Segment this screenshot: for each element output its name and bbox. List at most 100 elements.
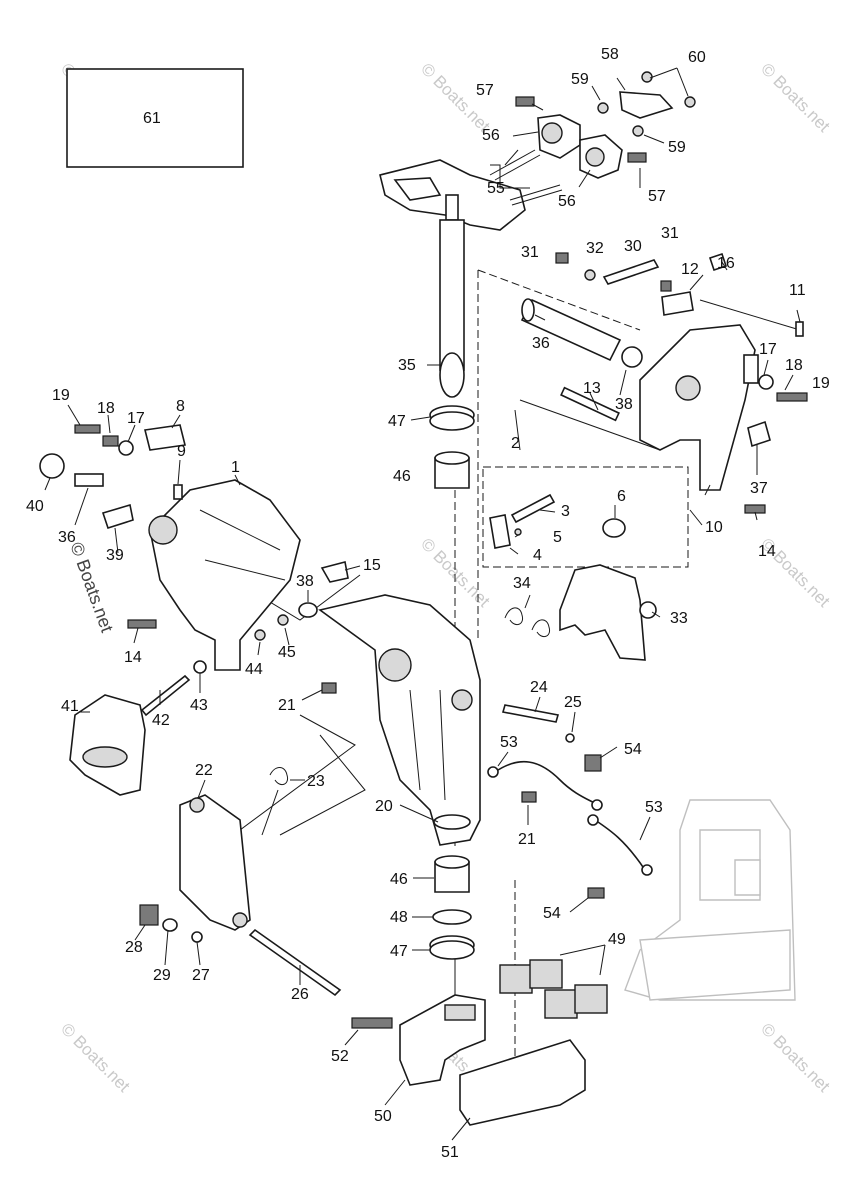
label-23: 23	[307, 773, 325, 790]
tilt-tube-36	[520, 298, 643, 368]
label-54: 54	[624, 741, 642, 758]
kit-box-61	[66, 68, 244, 168]
label-2: 2	[511, 435, 520, 452]
label-38: 38	[296, 573, 314, 590]
label-47: 47	[388, 413, 406, 430]
label-8: 8	[176, 398, 185, 415]
part-labels: 61 57 58 60 59 56 59 55 56 57 31 32 30 3…	[26, 46, 830, 1161]
label-20: 20	[375, 798, 393, 815]
pin-24	[501, 704, 575, 743]
label-41: 41	[61, 698, 79, 715]
ground-wires-53	[487, 754, 653, 899]
watermark: © Boats.net	[57, 1019, 134, 1096]
tilt-lever-33	[504, 564, 657, 661]
label-27: 27	[192, 967, 210, 984]
label-56: 56	[482, 127, 500, 144]
clamp-bracket-right-10	[555, 252, 808, 514]
bushings-56	[515, 96, 647, 179]
label-14: 14	[758, 543, 776, 560]
label-31: 31	[661, 225, 679, 242]
label-16: 16	[717, 255, 735, 272]
label-40: 40	[26, 498, 44, 515]
label-33: 33	[670, 610, 688, 627]
label-58: 58	[601, 46, 619, 63]
lower-mount-50	[351, 994, 586, 1126]
label-1: 1	[231, 459, 240, 476]
clamp-bracket-left-1	[39, 424, 301, 671]
label-46: 46	[390, 871, 408, 888]
label-39: 39	[106, 547, 124, 564]
label-57: 57	[476, 82, 494, 99]
label-17: 17	[759, 341, 777, 358]
watermark: © Boats.net	[757, 1019, 834, 1096]
label-38: 38	[615, 396, 633, 413]
hardware-left	[140, 561, 349, 717]
bushings-upper	[429, 405, 475, 489]
label-45: 45	[278, 644, 296, 661]
label-53: 53	[645, 799, 663, 816]
swivel-bracket-20	[318, 594, 537, 846]
label-6: 6	[617, 488, 626, 505]
handle-41	[69, 694, 146, 796]
label-11: 11	[789, 282, 806, 299]
shaft-26	[139, 904, 342, 997]
label-35: 35	[398, 357, 416, 374]
label-47: 47	[390, 943, 408, 960]
label-51: 51	[441, 1144, 459, 1161]
label-59: 59	[668, 139, 686, 156]
label-36: 36	[532, 335, 550, 352]
label-56: 56	[558, 193, 576, 210]
label-3: 3	[561, 503, 570, 520]
label-54: 54	[543, 905, 561, 922]
steering-arm-55	[379, 149, 563, 398]
label-18: 18	[97, 400, 115, 417]
label-31: 31	[521, 244, 539, 261]
label-44: 44	[245, 661, 263, 678]
pads-49	[499, 959, 608, 1019]
label-28: 28	[125, 939, 143, 956]
label-61: 61	[143, 110, 161, 127]
label-57: 57	[648, 188, 666, 205]
watermark: © Boats.net	[757, 59, 834, 136]
bushings-lower	[429, 855, 475, 960]
tilt-support-22	[179, 767, 289, 931]
label-49: 49	[608, 931, 626, 948]
label-5: 5	[553, 529, 562, 546]
label-12: 12	[681, 261, 699, 278]
label-43: 43	[190, 697, 208, 714]
label-36: 36	[58, 529, 76, 546]
label-30: 30	[624, 238, 642, 255]
label-37: 37	[750, 480, 768, 497]
leader-lines	[44, 67, 801, 1141]
label-48: 48	[390, 909, 408, 926]
label-10: 10	[705, 519, 723, 536]
label-60: 60	[688, 49, 706, 66]
label-46: 46	[393, 468, 411, 485]
tilt-lock-assembly	[489, 493, 626, 549]
label-24: 24	[530, 679, 548, 696]
label-15: 15	[363, 557, 381, 574]
label-25: 25	[564, 694, 582, 711]
label-9: 9	[177, 443, 186, 460]
label-32: 32	[586, 240, 604, 257]
label-13: 13	[583, 380, 601, 397]
label-4: 4	[533, 547, 542, 564]
label-22: 22	[195, 762, 213, 779]
label-42: 42	[152, 712, 170, 729]
label-17: 17	[127, 410, 145, 427]
label-21: 21	[278, 697, 296, 714]
label-52: 52	[331, 1048, 349, 1065]
label-26: 26	[291, 986, 309, 1003]
label-50: 50	[374, 1108, 392, 1125]
label-59: 59	[571, 71, 589, 88]
outboard-outline	[624, 799, 796, 1001]
label-55: 55	[487, 180, 505, 197]
label-14: 14	[124, 649, 142, 666]
label-53: 53	[500, 734, 518, 751]
label-19: 19	[52, 387, 70, 404]
label-18: 18	[785, 357, 803, 374]
label-34: 34	[513, 575, 531, 592]
plate-58	[597, 71, 696, 137]
label-21: 21	[518, 831, 536, 848]
